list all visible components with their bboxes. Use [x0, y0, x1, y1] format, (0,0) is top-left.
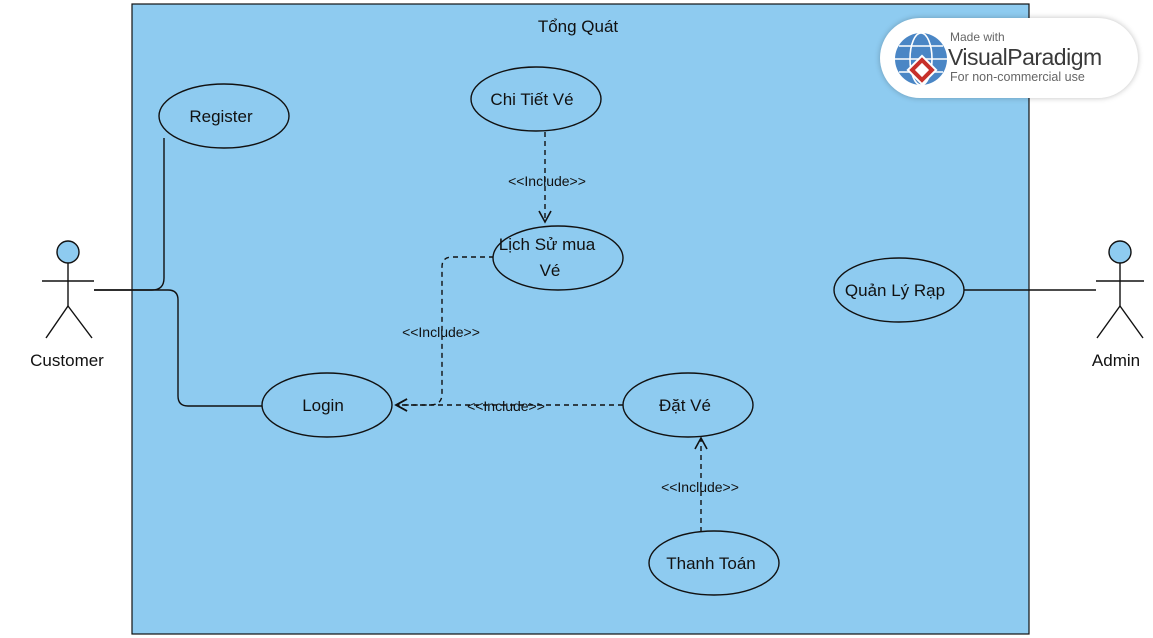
watermark-line1: Made with — [950, 30, 1005, 44]
svg-text:Login: Login — [302, 396, 344, 415]
actor-customer: Customer — [30, 240, 104, 370]
svg-text:Lịch Sử mua: Lịch Sử mua — [499, 235, 596, 254]
svg-text:Quản Lý Rạp: Quản Lý Rạp — [845, 281, 945, 300]
usecase-thanh-toan: Thanh Toán — [648, 530, 780, 596]
include-label-3: <<Include>> — [467, 398, 545, 414]
usecase-register: Register — [158, 83, 290, 149]
visual-paradigm-watermark: Made with VisualParadigm For non-commerc… — [880, 18, 1138, 98]
svg-text:Vé: Vé — [540, 261, 561, 280]
customer-head — [56, 240, 80, 264]
customer-label: Customer — [30, 351, 104, 370]
usecase-lich-su-mua-ve: Lịch Sử mua Vé — [492, 225, 624, 291]
usecase-quan-ly-rap: Quản Lý Rạp — [833, 257, 965, 323]
actor-admin: Admin — [1092, 240, 1144, 370]
watermark-line3: For non-commercial use — [950, 70, 1085, 84]
watermark-line2: VisualParadigm — [948, 44, 1102, 70]
svg-text:Đặt Vé: Đặt Vé — [659, 396, 711, 415]
usecase-chi-tiet-ve: Chi Tiết Vé — [470, 66, 602, 132]
admin-label: Admin — [1092, 351, 1140, 370]
usecase-login: Login — [261, 372, 393, 438]
include-lichsu-login — [394, 256, 494, 412]
svg-text:Thanh Toán: Thanh Toán — [666, 554, 755, 573]
include-label-4: <<Include>> — [661, 479, 739, 495]
globe-logo-icon — [895, 32, 947, 86]
usecase-dat-ve: Đặt Vé — [622, 372, 754, 438]
svg-text:Chi Tiết Vé: Chi Tiết Vé — [490, 90, 573, 109]
admin-head — [1108, 240, 1132, 264]
include-label-2: <<Include>> — [402, 324, 480, 340]
system-title: Tổng Quát — [538, 17, 619, 36]
assoc-customer-login — [94, 289, 262, 407]
svg-text:Register: Register — [189, 107, 253, 126]
include-label-1: <<Include>> — [508, 173, 586, 189]
